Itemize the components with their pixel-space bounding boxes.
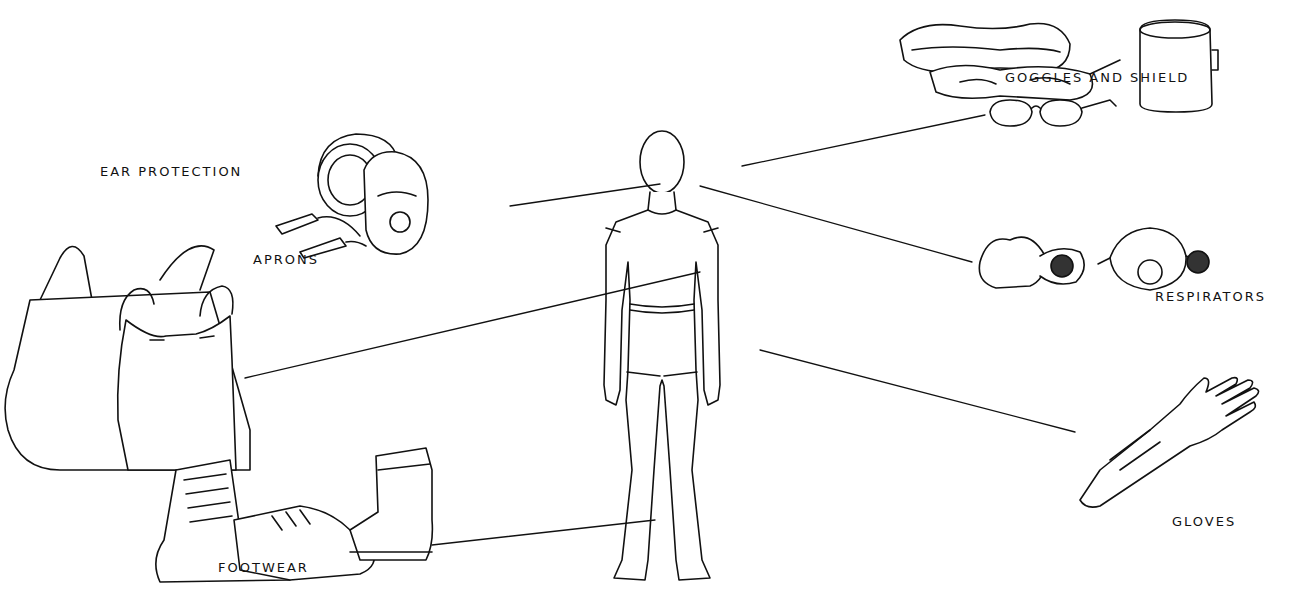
goggles-and-shield <box>900 20 1218 126</box>
footwear <box>156 448 433 582</box>
shoe-lacing <box>272 510 310 530</box>
figure-waistband <box>630 310 694 313</box>
tall-boot-detail <box>350 464 432 552</box>
earmuff-rim <box>378 192 416 196</box>
leader-line <box>510 184 660 206</box>
respirator-filter <box>1051 255 1073 277</box>
leader-line <box>245 272 700 378</box>
ear-plug <box>276 214 318 234</box>
safety-glasses <box>990 100 1116 126</box>
respirators <box>979 228 1209 290</box>
figure-shorts-hem <box>627 372 697 376</box>
human-figure <box>604 131 720 580</box>
figure-sleeve <box>606 228 718 232</box>
part-label: GLOVES <box>1172 514 1236 530</box>
part-label: RESPIRATORS <box>1155 289 1266 305</box>
part-label: EAR PROTECTION <box>100 164 242 180</box>
figure-head <box>640 131 684 193</box>
part-label: GOGGLES AND SHIELD <box>1005 70 1189 86</box>
respirator-mask <box>979 237 1044 288</box>
figure-body <box>604 192 720 580</box>
glove-cuff <box>1110 430 1160 470</box>
figure-waistband <box>630 304 694 307</box>
apron-large <box>5 292 250 470</box>
gloves <box>1080 378 1259 508</box>
respirator-strap <box>1098 256 1196 264</box>
respirator-mask <box>1040 249 1084 284</box>
aprons <box>5 246 250 470</box>
shield-canister <box>1140 20 1212 112</box>
apron-detail <box>150 336 214 340</box>
face-shield <box>900 23 1070 72</box>
leader-line <box>432 520 655 545</box>
shield-detail <box>912 47 1060 52</box>
apron-strap <box>40 246 214 300</box>
earmuff-cup <box>364 152 428 254</box>
part-label: FOOTWEAR <box>218 560 309 576</box>
half-mask <box>1110 228 1186 290</box>
leader-line <box>760 350 1075 432</box>
glove <box>1080 378 1259 508</box>
apron-strap <box>120 286 233 330</box>
canister-handle <box>1212 50 1218 70</box>
earmuff-opening <box>390 212 410 232</box>
ear-protection <box>276 134 428 258</box>
leader-lines <box>245 115 1075 545</box>
respirator-valve <box>1138 260 1162 284</box>
respirator-filter <box>1187 251 1209 273</box>
apron-small <box>118 316 236 470</box>
figure-collar <box>648 210 676 214</box>
part-label: APRONS <box>253 252 319 268</box>
ear-plug-cord <box>318 217 366 246</box>
leader-line <box>742 115 985 166</box>
leader-line <box>700 186 972 262</box>
boot-lacing <box>184 474 232 522</box>
tall-boot <box>350 448 432 560</box>
canister-lid <box>1140 22 1210 38</box>
